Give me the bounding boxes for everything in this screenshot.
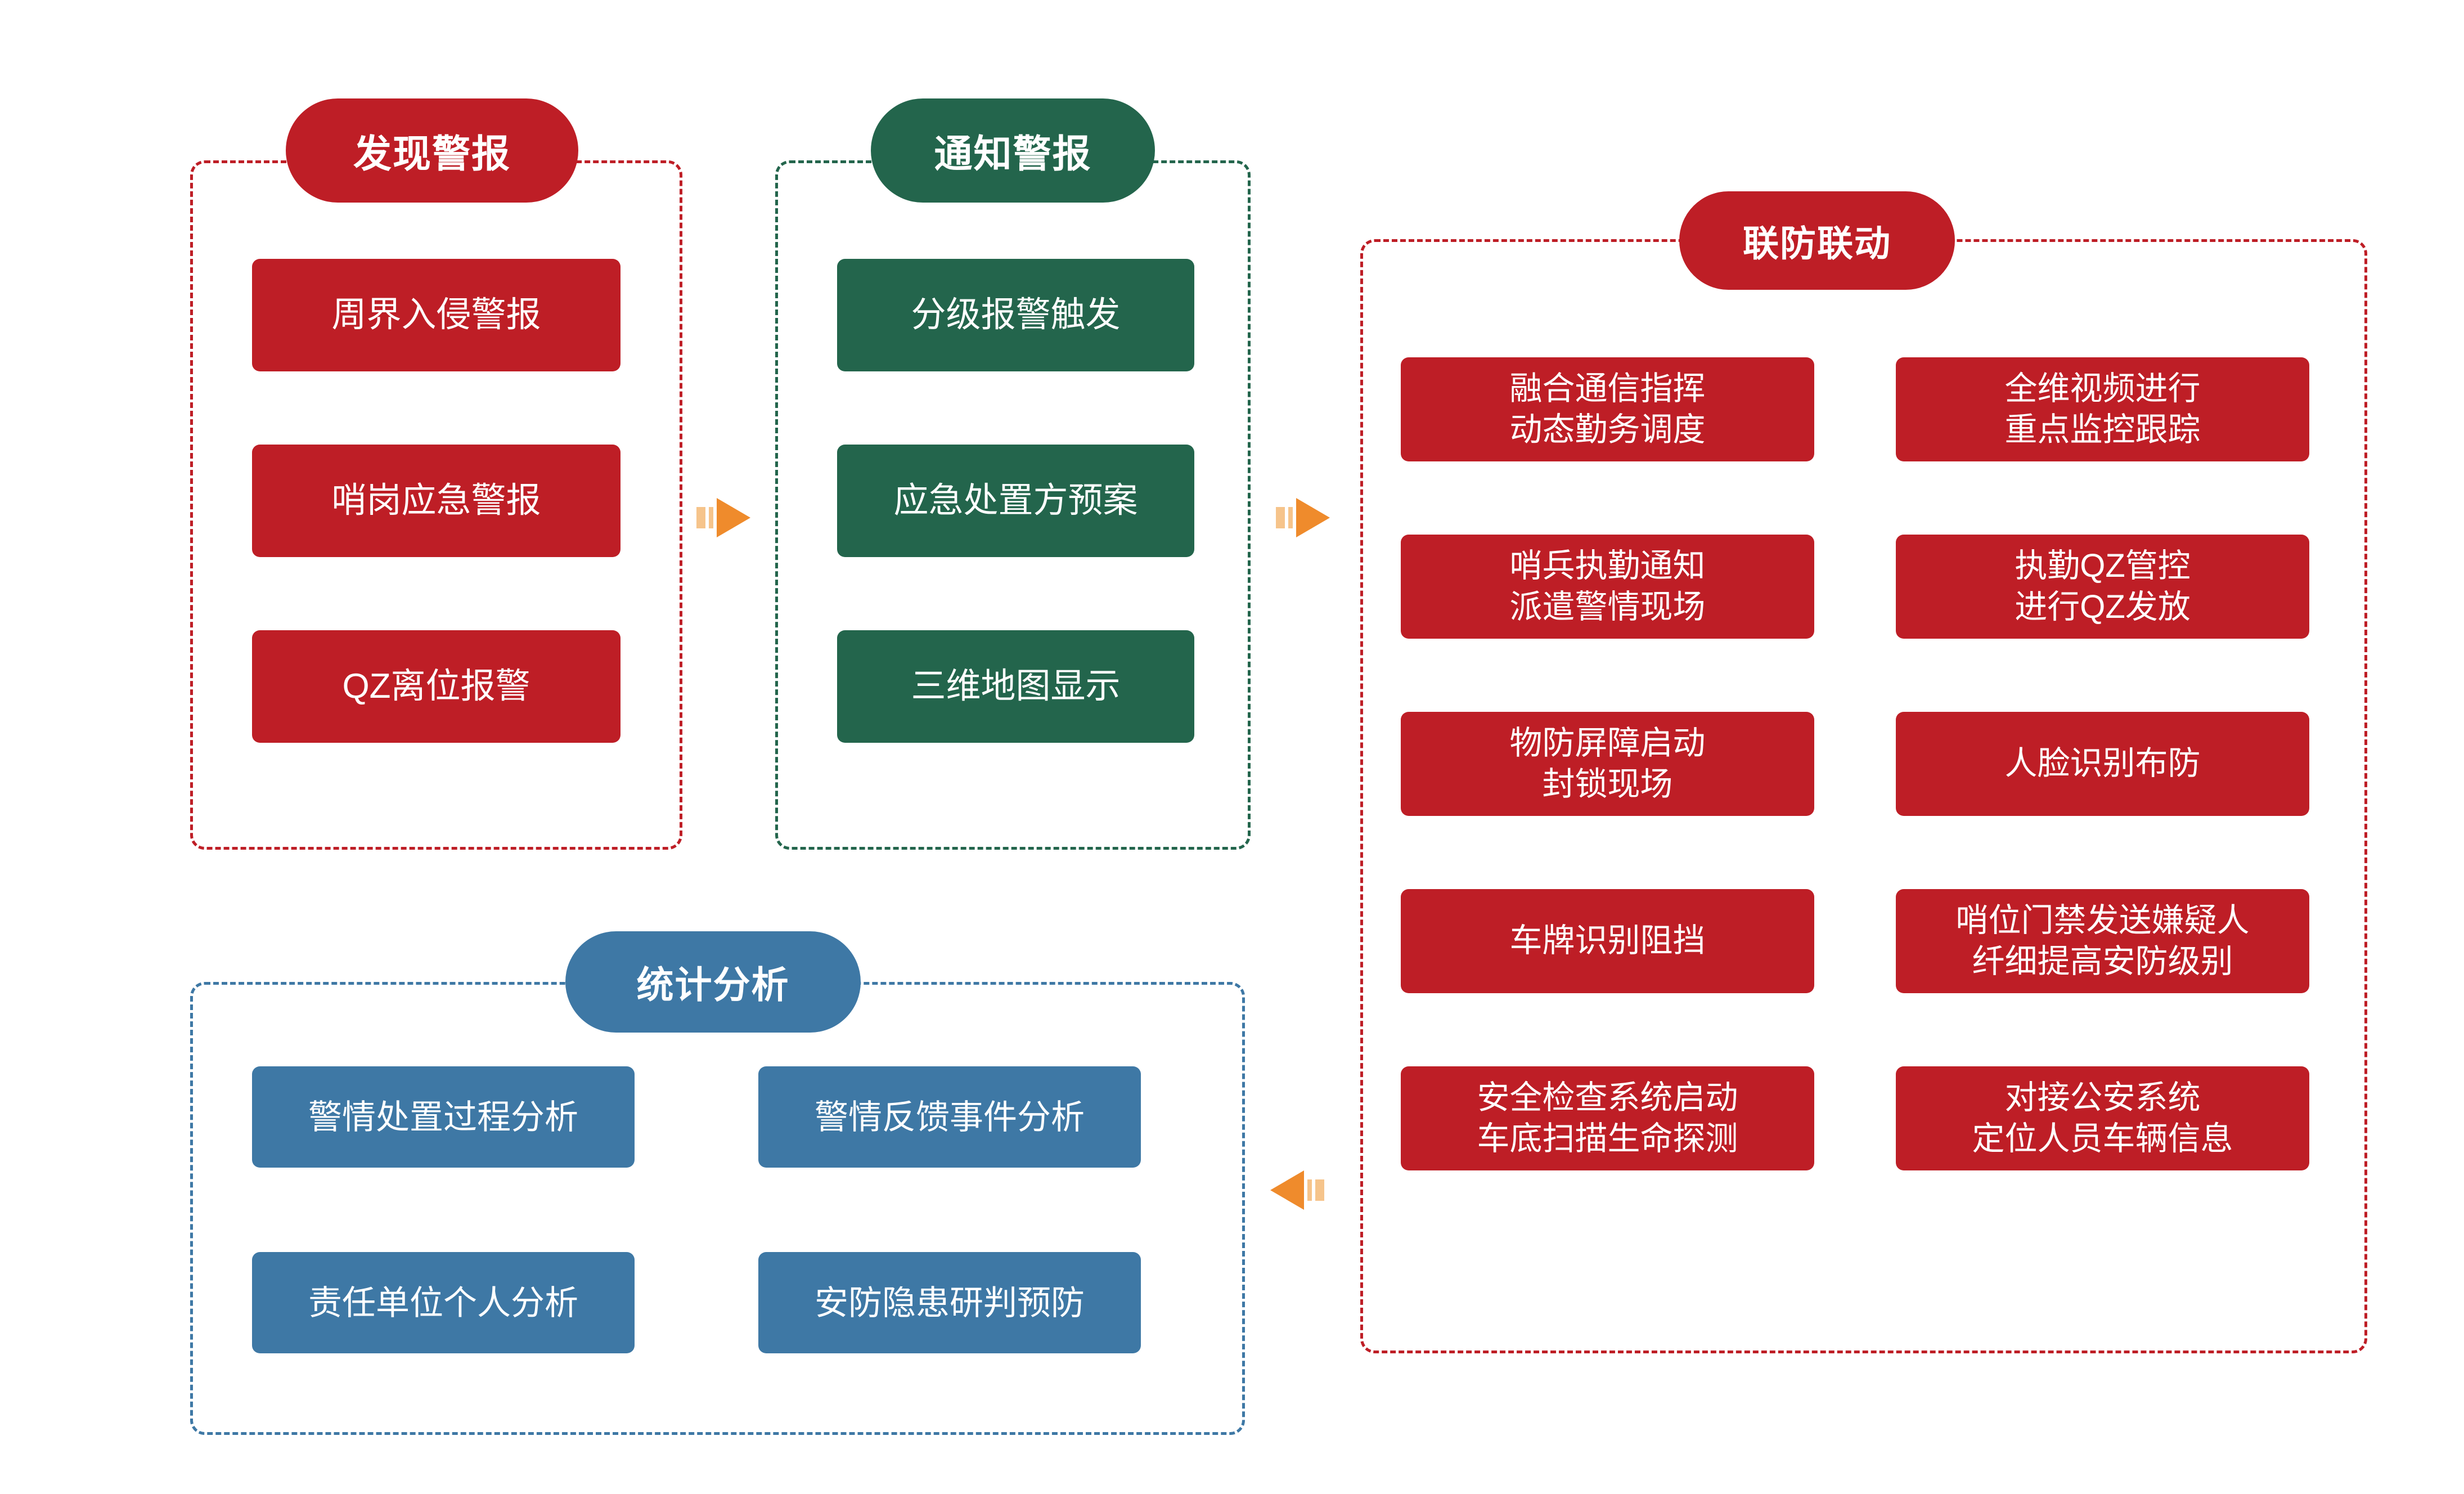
item-box[interactable]: 安全检查系统启动 车底扫描生命探测 bbox=[1401, 1066, 1814, 1170]
group-panel-statistics bbox=[190, 982, 1245, 1435]
item-box[interactable]: 安防隐患研判预防 bbox=[758, 1252, 1141, 1353]
arrow-right-icon-notify-to-joint bbox=[1276, 498, 1330, 537]
item-box[interactable]: 警情反馈事件分析 bbox=[758, 1066, 1141, 1168]
group-title-joint-defense: 联防联动 bbox=[1679, 191, 1955, 290]
item-box[interactable]: 对接公安系统 定位人员车辆信息 bbox=[1896, 1066, 2309, 1170]
item-box[interactable]: 分级报警触发 bbox=[837, 259, 1194, 371]
item-box[interactable]: 三维地图显示 bbox=[837, 630, 1194, 743]
group-title-statistics: 统计分析 bbox=[565, 931, 861, 1033]
item-box[interactable]: 物防屏障启动 封锁现场 bbox=[1401, 712, 1814, 816]
group-title-notify-alarm: 通知警报 bbox=[871, 98, 1155, 203]
item-box[interactable]: 哨岗应急警报 bbox=[252, 445, 621, 557]
item-box[interactable]: 融合通信指挥 动态勤务调度 bbox=[1401, 357, 1814, 461]
item-box[interactable]: QZ离位报警 bbox=[252, 630, 621, 743]
item-box[interactable]: 哨兵执勤通知 派遣警情现场 bbox=[1401, 535, 1814, 639]
item-box[interactable]: 执勤QZ管控 进行QZ发放 bbox=[1896, 535, 2309, 639]
item-box[interactable]: 全维视频进行 重点监控跟踪 bbox=[1896, 357, 2309, 461]
group-title-discover-alarm: 发现警报 bbox=[286, 98, 578, 203]
item-box[interactable]: 哨位门禁发送嫌疑人 纤细提高安防级别 bbox=[1896, 889, 2309, 993]
item-box[interactable]: 警情处置过程分析 bbox=[252, 1066, 635, 1168]
item-box[interactable]: 应急处置方预案 bbox=[837, 445, 1194, 557]
item-box[interactable]: 人脸识别布防 bbox=[1896, 712, 2309, 816]
item-box[interactable]: 周界入侵警报 bbox=[252, 259, 621, 371]
item-box[interactable]: 责任单位个人分析 bbox=[252, 1252, 635, 1353]
arrow-left-icon-joint-to-statistics bbox=[1270, 1170, 1324, 1210]
arrow-right-icon-discover-to-notify bbox=[696, 498, 750, 537]
item-box[interactable]: 车牌识别阻挡 bbox=[1401, 889, 1814, 993]
